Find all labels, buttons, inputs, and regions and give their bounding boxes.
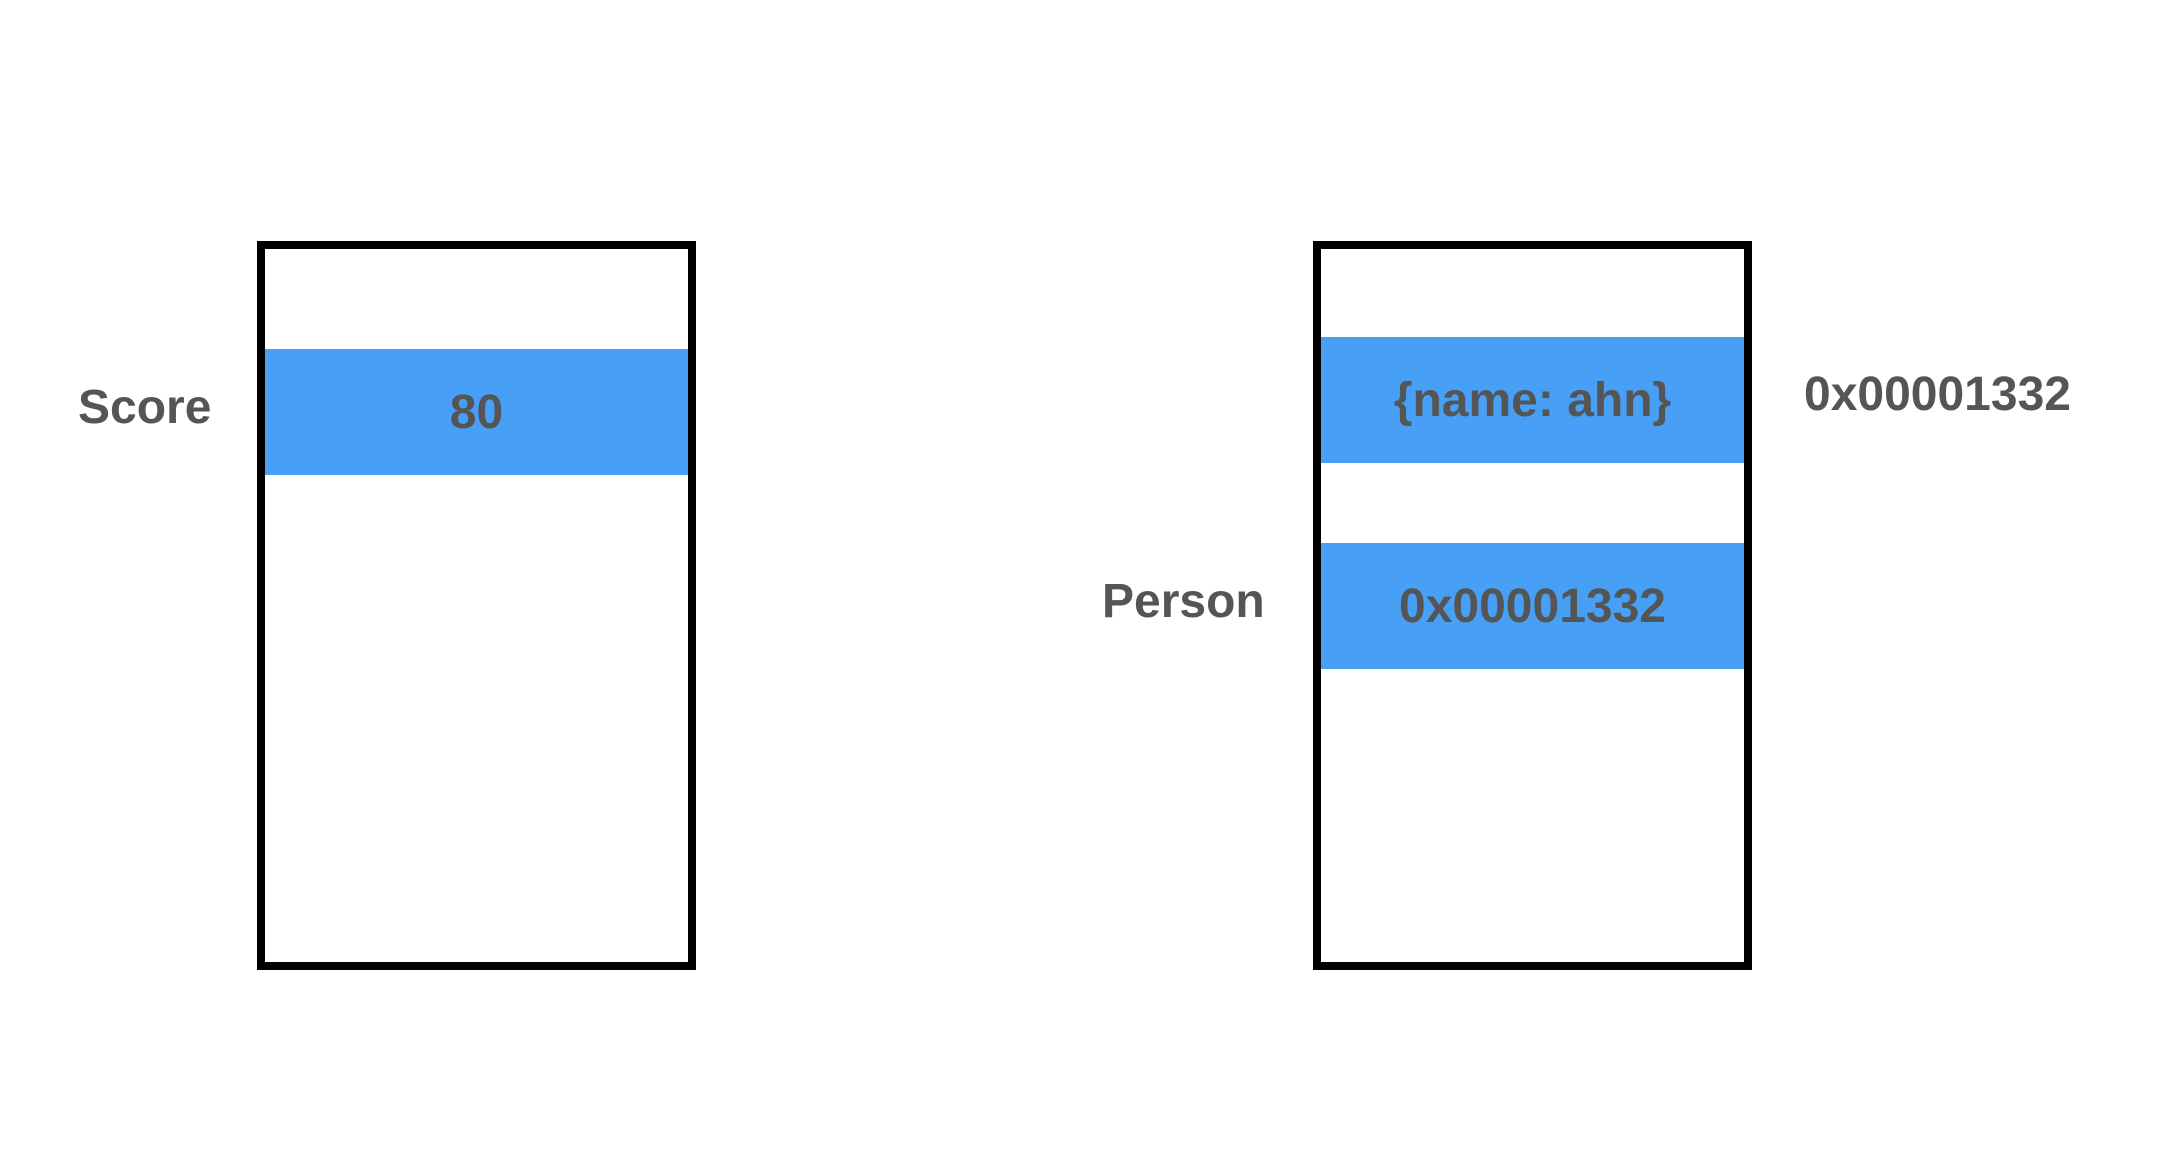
stack-memory-box: 80	[257, 241, 696, 970]
score-value-cell: 80	[265, 349, 688, 475]
score-value-text: 80	[449, 385, 504, 439]
heap-memory-box: {name: ahn} 0x00001332	[1313, 241, 1752, 970]
object-cell: {name: ahn}	[1321, 337, 1744, 463]
reference-value-text: 0x00001332	[1399, 579, 1666, 633]
object-value-text: {name: ahn}	[1393, 373, 1672, 427]
object-address-label: 0x00001332	[1804, 368, 2071, 421]
score-variable-label: Score	[78, 381, 212, 434]
person-variable-label: Person	[1102, 575, 1265, 628]
reference-cell: 0x00001332	[1321, 543, 1744, 669]
